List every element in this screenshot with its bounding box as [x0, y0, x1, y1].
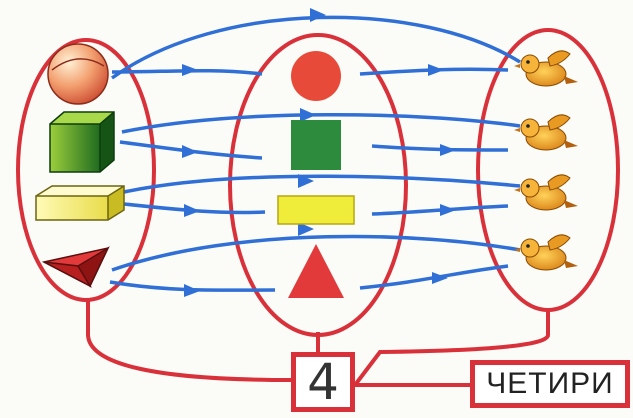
triangle-icon [288, 244, 344, 298]
circle-icon [291, 51, 341, 101]
bird-icon [514, 175, 578, 210]
pyramid-icon [44, 248, 108, 286]
cube-icon [50, 112, 114, 172]
number-box: 4 [291, 352, 355, 412]
sphere-icon [48, 44, 108, 104]
word-box: ЧЕТИРИ [470, 360, 630, 408]
bird-icon [514, 235, 578, 270]
number-label: 4 [307, 357, 339, 407]
word-label: ЧЕТИРИ [486, 367, 613, 401]
bird-icon [514, 115, 578, 150]
cuboid-icon [36, 186, 124, 220]
bird-icon [514, 51, 578, 86]
rectangle-icon [278, 196, 354, 224]
square-icon [291, 120, 341, 170]
